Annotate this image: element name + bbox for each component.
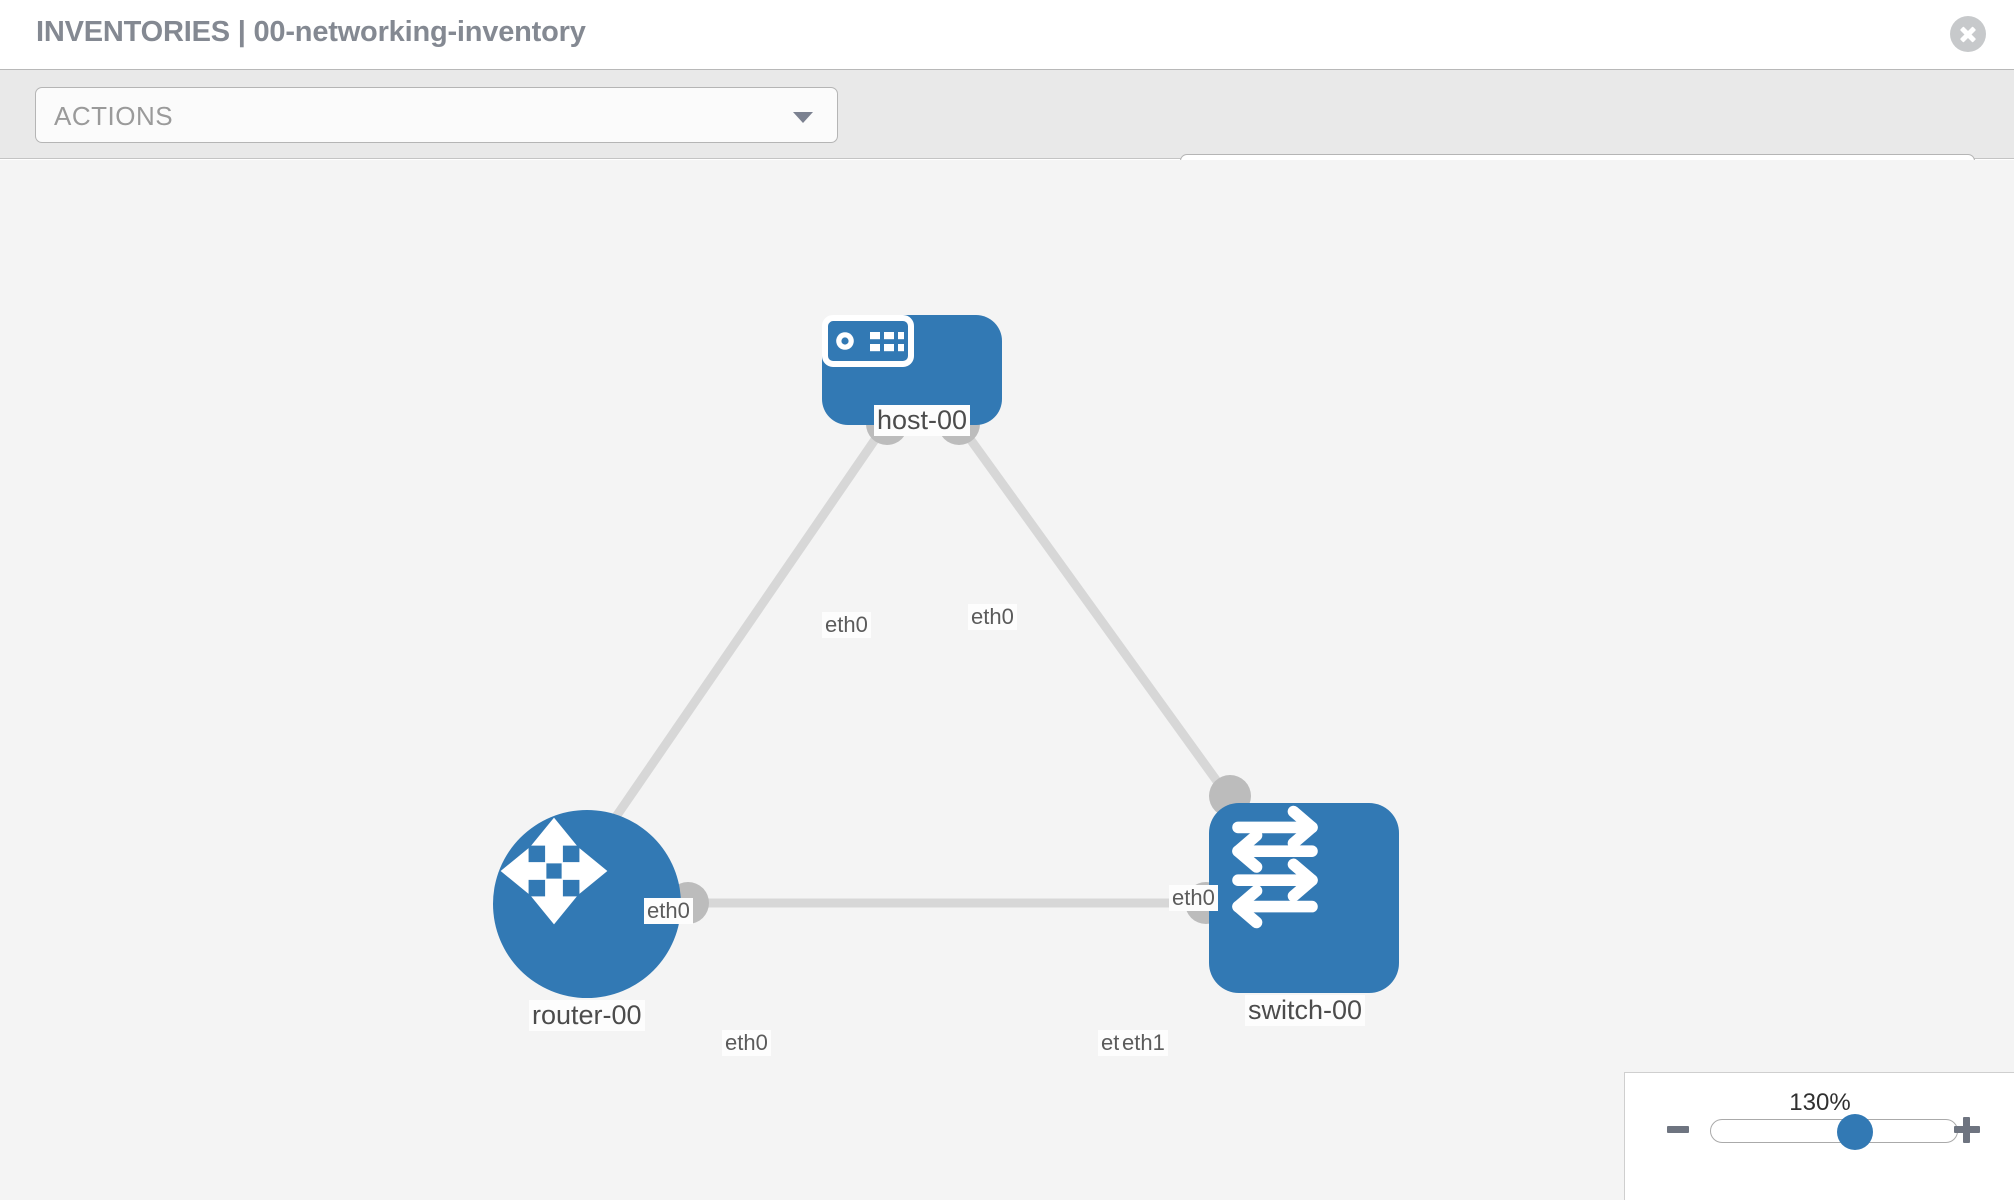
plus-icon-vertical (1963, 1117, 1970, 1143)
interface-label: eth0 (722, 1030, 771, 1056)
interface-label: eth0 (644, 898, 693, 924)
link-host-router (596, 422, 889, 843)
zoom-out-button[interactable] (1667, 1126, 1689, 1133)
interface-label: eth0 (968, 604, 1017, 630)
zoom-level-value: 130% (1789, 1089, 1851, 1116)
link-group (596, 422, 1249, 908)
interface-label: eth0 (822, 612, 871, 638)
zoom-slider-track[interactable] (1710, 1114, 1958, 1150)
actions-dropdown[interactable]: ACTIONS (35, 87, 838, 143)
page-header: INVENTORIES | 00-networking-inventory (0, 0, 2014, 69)
zoom-control-panel: 130% (1624, 1072, 2014, 1200)
link-host-switch (956, 422, 1249, 823)
switch-icon (1232, 805, 1318, 929)
router-icon (500, 817, 608, 925)
interface-label: eth0 (1169, 885, 1218, 911)
zoom-in-button[interactable] (1954, 1117, 1980, 1143)
toolbar: ACTIONS SEARCH (0, 69, 2014, 212)
topology-links (596, 422, 1249, 908)
server-icon (822, 315, 914, 367)
node-host-00-label: host-00 (874, 405, 971, 436)
topology-canvas[interactable]: host-00 router-00 (0, 160, 2014, 1200)
interface-label: eth1 (1119, 1030, 1168, 1056)
zoom-slider-handle[interactable] (1837, 1114, 1873, 1150)
node-switch-00-shape[interactable] (1209, 803, 1399, 993)
close-icon[interactable] (1950, 16, 1986, 52)
chevron-down-icon (793, 112, 813, 123)
node-switch-00-label: switch-00 (1245, 995, 1366, 1026)
actions-dropdown-label: ACTIONS (54, 101, 174, 131)
page-title: INVENTORIES | 00-networking-inventory (36, 16, 586, 48)
node-router-00-label: router-00 (529, 1000, 645, 1031)
